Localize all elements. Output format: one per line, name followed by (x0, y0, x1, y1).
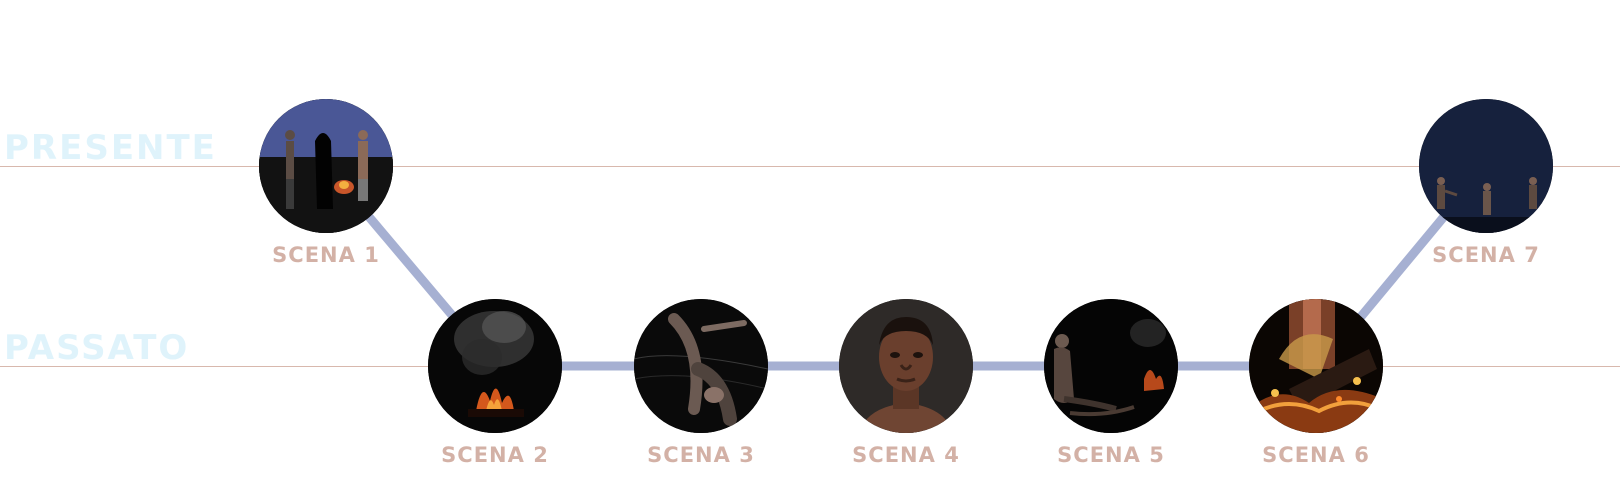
dark-figure-fire-icon (1044, 299, 1178, 433)
scene-7[interactable]: SCENA 7 (1419, 99, 1553, 267)
present-guide-line (0, 166, 1620, 167)
scene-4-label: SCENA 4 (852, 443, 960, 467)
scene-3[interactable]: SCENA 3 (634, 299, 768, 467)
scene-4[interactable]: SCENA 4 (839, 299, 973, 467)
scene-1-label: SCENA 1 (272, 243, 380, 267)
night-figures-icon (1419, 99, 1553, 233)
scene-6[interactable]: SCENA 6 (1249, 299, 1383, 467)
scene-1[interactable]: SCENA 1 (259, 99, 393, 267)
scene-7-label: SCENA 7 (1432, 243, 1540, 267)
dark-hands-icon (634, 299, 768, 433)
scene-2[interactable]: SCENA 2 (428, 299, 562, 467)
burning-wood-icon (1249, 299, 1383, 433)
scene-2-label: SCENA 2 (441, 443, 549, 467)
campfire-night-people-icon (259, 99, 393, 233)
scene-5[interactable]: SCENA 5 (1044, 299, 1178, 467)
man-portrait-icon (839, 299, 973, 433)
past-row-label: PASSATO (4, 328, 190, 368)
present-row-label: PRESENTE (4, 128, 217, 168)
scene-5-label: SCENA 5 (1057, 443, 1165, 467)
smoke-fire-icon (428, 299, 562, 433)
scene-6-label: SCENA 6 (1262, 443, 1370, 467)
scene-3-label: SCENA 3 (647, 443, 755, 467)
